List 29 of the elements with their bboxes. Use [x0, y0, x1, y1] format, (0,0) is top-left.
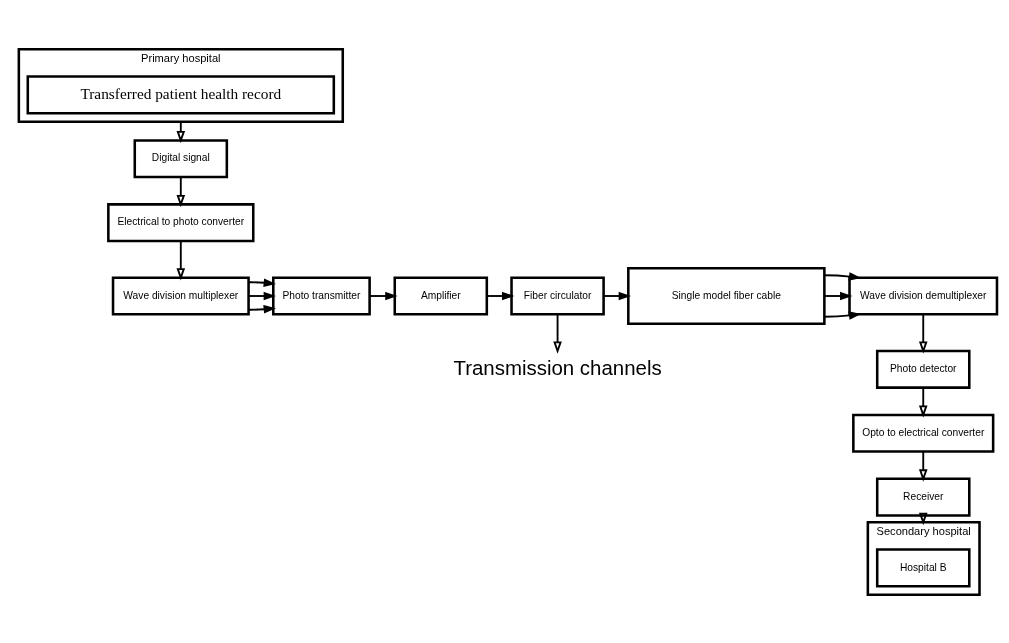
arrow: [918, 386, 928, 418]
arrow: [368, 291, 398, 300]
node-box: Opto to electrical converter: [852, 413, 995, 453]
arrow: [918, 450, 928, 482]
arrow: [485, 291, 515, 300]
arrow: [247, 304, 276, 314]
arrow: [247, 277, 276, 287]
arrow: [176, 120, 186, 143]
arrow: [823, 271, 862, 281]
node-box: Photo detector: [875, 349, 971, 389]
node-box: Hospital B: [875, 547, 971, 588]
arrow: [176, 175, 186, 207]
arrow: [602, 291, 631, 300]
node-text: Transmission channels: [453, 355, 662, 379]
arrow: [918, 313, 928, 354]
node-box: Fiber circulator: [510, 275, 605, 316]
arrow: [823, 291, 853, 300]
arrow: [176, 239, 186, 280]
node-box: Amplifier: [393, 275, 489, 316]
node-box: Electrical to photo converter: [107, 202, 255, 242]
arrow: [247, 291, 276, 300]
node-box: Wave division multiplexer: [111, 275, 250, 316]
node-box: Single model fiber cable: [627, 266, 826, 325]
node-box: Digital signal: [133, 138, 229, 178]
node-box: Wave division demultiplexer: [848, 275, 999, 316]
node-box: Photo transmitter: [272, 275, 371, 316]
arrow: [553, 313, 562, 354]
node-box: Transferred patient health record: [26, 74, 336, 114]
arrow: [823, 310, 862, 320]
